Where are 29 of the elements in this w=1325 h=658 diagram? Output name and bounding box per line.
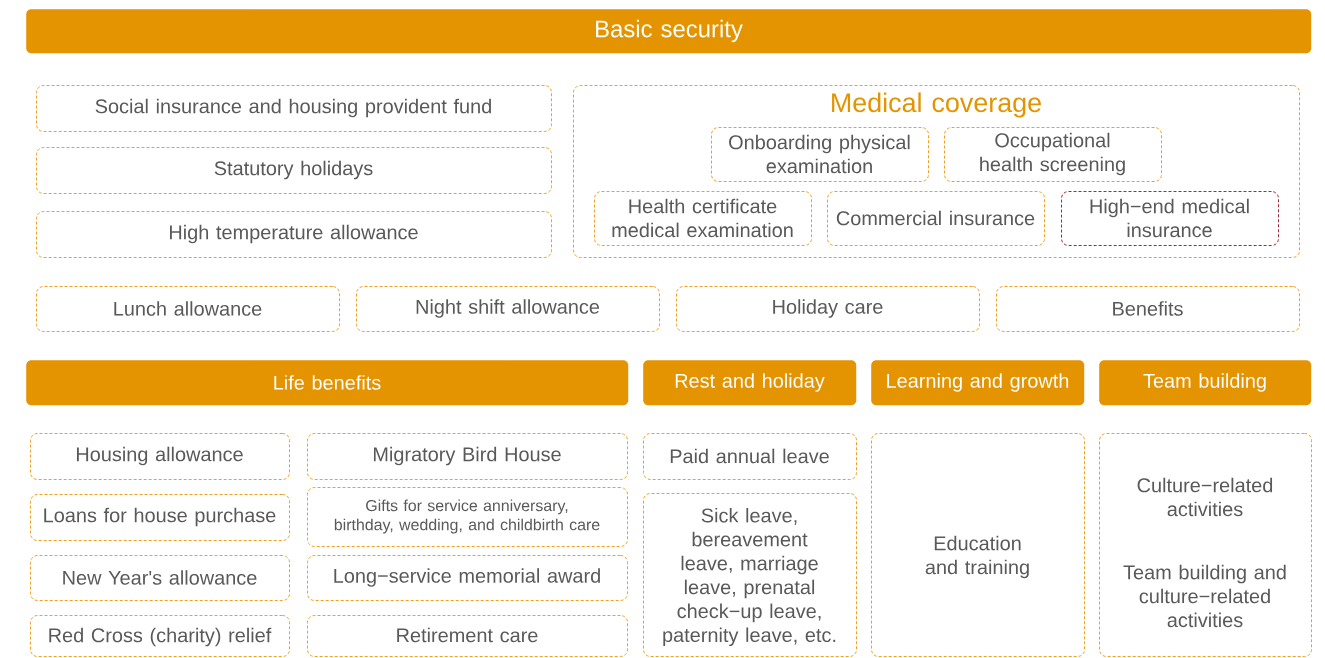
- benefit-box: Lunch allowance: [36, 286, 340, 332]
- benefit-box: High temperature allowance: [36, 211, 552, 258]
- benefit-box: Holiday care: [676, 286, 980, 332]
- benefit-box: Migratory Bird House: [307, 433, 628, 480]
- benefit-box: High−end medical insurance: [1061, 191, 1279, 246]
- benefit-box: Housing allowance: [30, 433, 290, 480]
- benefit-box: Loans for house purchase: [30, 494, 290, 541]
- header-bar: Learning and growth: [871, 360, 1085, 406]
- benefit-box: Culture−related activities Team building and culture−related activities: [1099, 433, 1312, 657]
- benefit-box: Retirement care: [307, 615, 628, 657]
- benefit-box: New Year's allowance: [30, 555, 290, 601]
- header-bar: Team building: [1099, 360, 1312, 406]
- benefit-box: Benefits: [996, 286, 1300, 332]
- benefit-box: Statutory holidays: [36, 147, 552, 194]
- benefit-box: Gifts for service anniversary, birthday, wedding, and childbirth care: [307, 487, 628, 547]
- benefit-box: Occupational health screening: [944, 127, 1162, 182]
- benefit-box: Sick leave, bereavement leave, marriage leave, prenatal check−up leave, paternity leave, etc.: [643, 493, 857, 657]
- benefit-box: Red Cross (charity) relief: [30, 615, 290, 657]
- benefit-box: Paid annual leave: [643, 433, 857, 480]
- benefit-box: Social insurance and housing provident fund: [36, 85, 552, 132]
- benefit-box: Onboarding physical examination: [711, 127, 929, 182]
- benefit-box: Education and training: [871, 433, 1085, 657]
- benefit-box: Long−service memorial award: [307, 555, 628, 601]
- header-bar: Life benefits: [26, 360, 629, 406]
- benefit-box: Health certificate medical examination: [594, 191, 812, 246]
- header-bar: Basic security: [26, 9, 1312, 54]
- header-bar: Rest and holiday: [643, 360, 857, 406]
- benefit-box: Commercial insurance: [827, 191, 1045, 246]
- benefit-box: Night shift allowance: [356, 286, 660, 332]
